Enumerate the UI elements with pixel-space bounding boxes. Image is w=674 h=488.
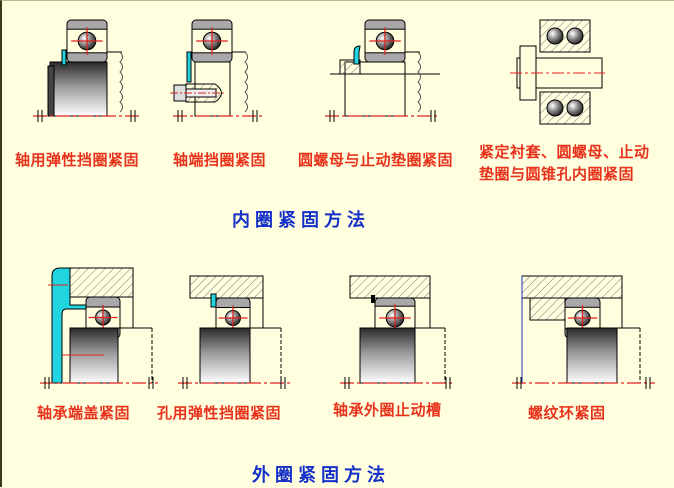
housing-break-line [119,51,123,113]
shaft [566,327,618,384]
lock-washer [353,45,361,65]
centerline [33,110,140,122]
method-label-round-nut: 圆螺母与止动垫圈紧固 [298,151,454,169]
outer-ring-section-title: 外圈紧固方法 [252,465,390,486]
method-label-end-cover: 轴承端盖紧固 [37,404,131,422]
housing-break-line [244,51,248,113]
housing-break-line [417,51,421,113]
method-label-adapter-sleeve-line1: 紧定衬套、圆螺母、止动 [479,143,650,161]
centerline [512,377,655,389]
shaft [359,327,416,384]
centerline [340,377,455,389]
end-washer [186,51,192,83]
housing [69,267,134,298]
threaded-ring [529,297,566,321]
centerline [178,377,290,389]
shaft [49,61,108,117]
bearing [191,19,233,63]
housing [521,275,623,299]
shaft-collar [47,65,55,117]
bearing [364,19,406,63]
method-label-shaft-end-washer: 轴端挡圈紧固 [173,151,267,169]
bearing [66,19,108,63]
centerline [40,377,158,389]
centerline [173,110,262,122]
housing [189,275,264,299]
adapter-sleeve-assembly [510,19,605,125]
inner-ring-section-title: 内圈紧固方法 [232,210,370,231]
bore-circlip [210,293,217,308]
method-label-bore-circlip: 孔用弹性挡圈紧固 [157,404,282,422]
snap-ring [371,295,375,303]
method-label-adapter-sleeve-line2: 垫圈与圆锥孔内圈紧固 [479,165,635,183]
method-label-snap-groove: 轴承外圈止动槽 [333,401,442,419]
centerline [325,110,440,122]
housing [349,275,431,299]
shaft [199,327,251,384]
bearing-end-cover [51,267,87,384]
method-label-shaft-circlip: 轴用弹性挡圈紧固 [15,151,140,169]
shaft-circlip [61,49,67,66]
method-label-threaded-ring: 螺纹环紧固 [528,404,606,422]
